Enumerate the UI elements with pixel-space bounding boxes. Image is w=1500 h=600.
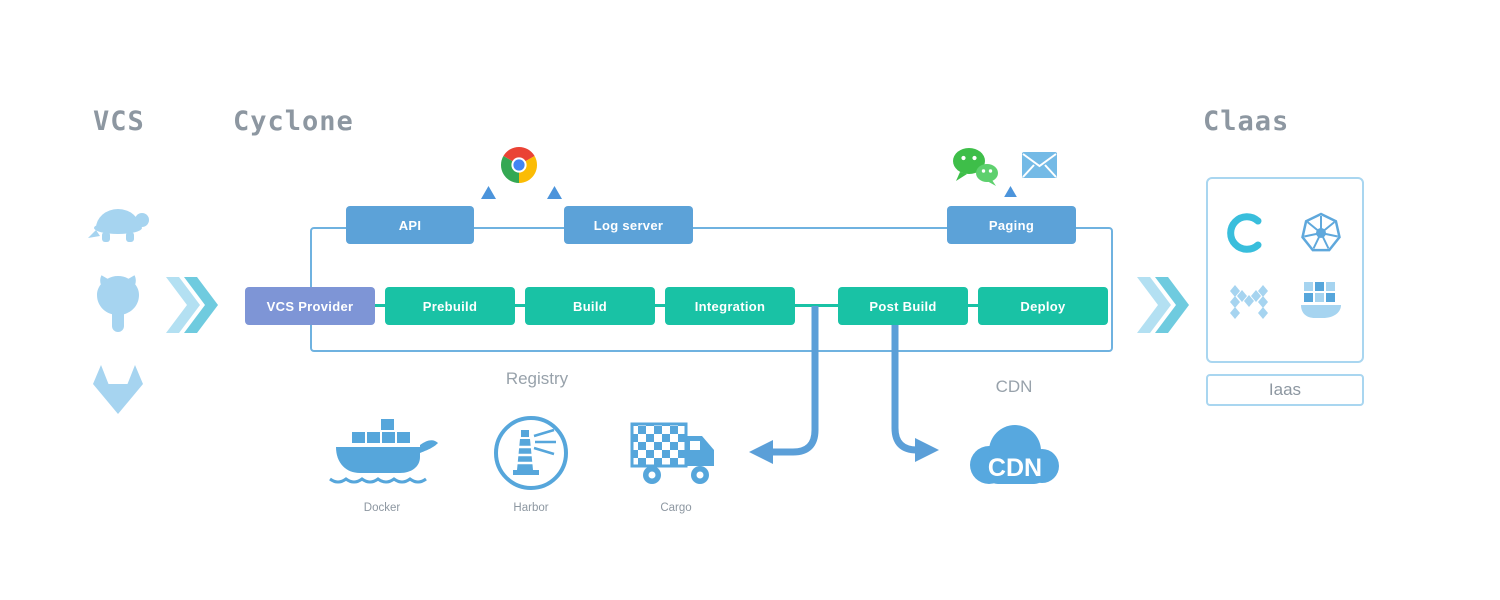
deploy-node: Deploy	[978, 287, 1108, 325]
claas-title: Claas	[1203, 106, 1290, 137]
vcs-title: VCS	[93, 106, 145, 137]
chevron-right-arrow-icon	[1137, 277, 1189, 333]
build-node: Build	[525, 287, 655, 325]
claas-panel	[1206, 177, 1364, 363]
integration-node: Integration	[665, 287, 795, 325]
kubernetes-icon	[1300, 212, 1342, 254]
up-triangle-icon	[481, 186, 496, 199]
chrome-icon	[500, 146, 538, 184]
harbor-label: Harbor	[513, 502, 549, 514]
mesos-icon	[1228, 282, 1270, 322]
docker-label: Docker	[363, 502, 401, 514]
harbor-icon	[492, 414, 570, 492]
up-triangle-icon	[547, 186, 562, 199]
vcs-provider-node: VCS Provider	[245, 287, 375, 325]
registry-label: Registry	[505, 369, 569, 388]
chevron-right-arrow-icon	[166, 277, 218, 333]
cdn-label: CDN	[995, 377, 1033, 396]
wechat-icon	[951, 146, 999, 187]
github-icon	[90, 274, 146, 334]
prebuild-node: Prebuild	[385, 287, 515, 325]
iaas-label: Iaas	[1268, 380, 1302, 399]
up-triangle-icon	[1004, 186, 1017, 197]
paging-node: Paging	[947, 206, 1076, 244]
cdn-cloud-text: CDN	[988, 454, 1042, 482]
docker-swarm-icon	[1298, 278, 1344, 324]
cyclone-c-icon	[1226, 212, 1268, 254]
turtle-icon	[86, 192, 150, 246]
api-node: API	[346, 206, 474, 244]
log-server-node: Log server	[564, 206, 693, 244]
cargo-label: Cargo	[660, 502, 692, 514]
docker-icon	[324, 415, 440, 491]
cdn-cloud-icon: CDN	[960, 413, 1068, 489]
iaas-box: Iaas	[1206, 374, 1364, 406]
cargo-icon	[630, 418, 722, 488]
cyclone-title: Cyclone	[233, 106, 354, 137]
post-build-node: Post Build	[838, 287, 968, 325]
gitlab-icon	[89, 364, 147, 416]
mail-icon	[1021, 151, 1058, 179]
